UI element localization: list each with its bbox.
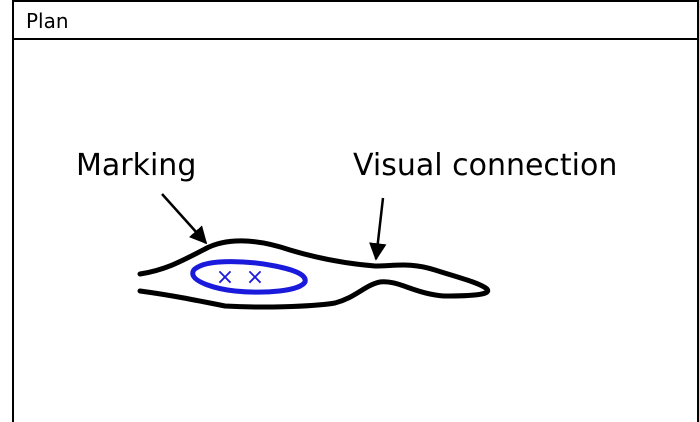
marking-label: Marking [76, 148, 197, 183]
cross-mark: × [246, 265, 264, 290]
marking-loop [190, 259, 308, 295]
marking-arrow [161, 193, 208, 245]
outline-top-stroke [137, 238, 491, 299]
panel-header: Plan [14, 0, 697, 40]
plan-panel: Plan [12, 0, 699, 422]
visual-connection-label: Visual connection [353, 148, 618, 183]
cross-mark: × [216, 265, 234, 290]
panel-title: Plan [26, 9, 69, 33]
outline-bottom-stroke [137, 279, 448, 310]
visual-connection-arrow [369, 197, 387, 261]
